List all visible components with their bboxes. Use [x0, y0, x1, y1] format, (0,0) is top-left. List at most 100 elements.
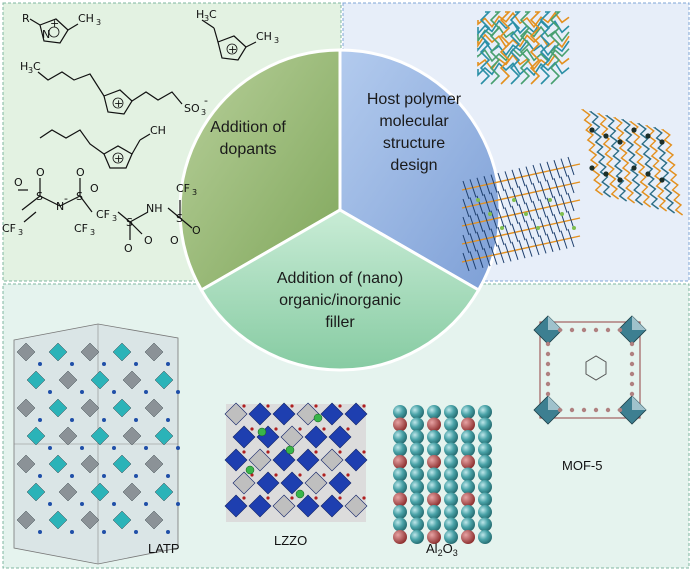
polymer-side-chain	[469, 251, 474, 261]
polymer-side-chain	[539, 181, 544, 191]
latp-atom	[134, 530, 138, 534]
lzzo-li-atom	[313, 413, 323, 423]
mof5-linker-atom	[593, 327, 599, 333]
filler-wedge	[199, 208, 481, 372]
latp-polyhedron	[16, 342, 36, 362]
nh: NH	[146, 202, 163, 215]
latp-polyhedron	[16, 454, 36, 474]
al2o3-aluminium	[478, 442, 492, 457]
polymer-side-chain	[567, 174, 572, 185]
polymer-side-chain	[511, 187, 516, 197]
polymer-side-chain	[521, 249, 526, 259]
polymer-side-chain	[472, 188, 477, 198]
polymer-side-chain	[563, 239, 568, 249]
polymer-side-chain	[514, 214, 519, 224]
polymer-chain	[612, 117, 636, 204]
ion-dot	[645, 133, 651, 139]
ion-dot	[617, 139, 623, 145]
latp-atom	[144, 390, 148, 394]
lzzo-polyhedron	[328, 425, 352, 449]
polymer-side-chain	[546, 161, 551, 171]
mof5-linker-atom	[545, 351, 551, 357]
polymer-chain	[549, 11, 561, 85]
lzzo-oxygen	[338, 404, 342, 408]
lzzo-polyhedron	[232, 471, 256, 495]
methyl-2: CH	[256, 30, 272, 43]
polymer-side-chain	[476, 177, 481, 187]
latp-atom	[48, 390, 52, 394]
latp-polyhedron	[26, 426, 46, 446]
al2o3-oxygen	[461, 530, 475, 544]
latp-atom	[38, 362, 42, 366]
polymer-side-chain	[486, 239, 491, 249]
lzzo-label: LZZO	[274, 533, 307, 548]
polymer-side-chain	[479, 222, 484, 232]
polymer-side-chain	[465, 189, 470, 200]
latp-polyhedron	[48, 510, 68, 530]
polymer-side-chain	[490, 210, 495, 220]
mof5-linker-atom	[545, 361, 551, 367]
al2o3-aluminium	[427, 517, 441, 532]
lzzo-polyhedron	[344, 494, 368, 518]
mof5-linker-atom	[581, 327, 587, 333]
ion-dot	[548, 198, 552, 202]
polymer-side-chain	[465, 261, 470, 272]
lzzo-li-atom	[295, 489, 305, 499]
polymer-side-chain	[525, 184, 530, 194]
latp-atom	[80, 390, 84, 394]
lzzo-polyhedron	[296, 402, 320, 426]
polymer-chain	[477, 25, 570, 44]
methyl-3: CH	[150, 124, 166, 137]
polymer-side-chain	[521, 177, 526, 187]
latp-polyhedron	[122, 426, 142, 446]
latp-atom	[102, 362, 106, 366]
plus-charge-2: +	[228, 43, 237, 56]
lzzo-oxygen	[322, 473, 326, 477]
polymer-side-chain	[553, 178, 558, 188]
polymer-side-chain	[472, 224, 477, 234]
ion-dot	[512, 198, 516, 202]
mof5-benzene	[585, 355, 607, 381]
polymer-side-chain	[570, 201, 575, 212]
latp-polyhedron	[90, 370, 110, 390]
al2o3-aluminium	[444, 517, 458, 532]
polymer-chain	[588, 111, 612, 198]
mof5-linker-atom	[545, 371, 551, 377]
polymer-side-chain	[542, 226, 547, 236]
polymer-side-chain	[567, 210, 572, 221]
cf3-3-sub: 3	[192, 188, 197, 197]
al2o3-aluminium	[427, 405, 441, 419]
polymer-side-chain	[532, 236, 537, 247]
s-2: S	[76, 190, 83, 203]
al2o3-aluminium	[444, 455, 458, 469]
lzzo-polyhedron	[320, 402, 344, 426]
latp-polyhedron	[154, 482, 174, 502]
al2o3-oxygen	[393, 417, 407, 432]
chemical-structures	[18, 18, 257, 240]
al2o3-aluminium	[393, 405, 407, 419]
methyl-2-sub: 3	[274, 36, 279, 45]
lzzo-polyhedron	[296, 494, 320, 518]
polymer-network	[477, 11, 570, 85]
polymer-side-chain	[465, 207, 470, 218]
latp-atom	[38, 474, 42, 478]
plus-charge: +	[50, 17, 59, 30]
polymer-side-chain	[549, 170, 554, 180]
al2o3-oxygen	[427, 492, 441, 507]
mof5-linker-atom	[629, 381, 635, 387]
al2o3-aluminium	[478, 430, 492, 444]
polymer-side-chain	[539, 163, 544, 173]
lzzo-li-atom	[245, 465, 255, 475]
polymer-chain	[580, 109, 604, 196]
o-2: O	[36, 166, 45, 179]
lzzo-polyhedron	[344, 448, 368, 472]
al2o3-oxygen	[393, 492, 407, 507]
mof5-linker-atom	[545, 391, 551, 397]
al2o3-aluminium	[478, 417, 492, 432]
lzzo-polyhedron	[248, 402, 272, 426]
ion-dot	[500, 226, 504, 230]
polymer-side-chain	[549, 206, 554, 216]
polymer-side-chain	[490, 246, 495, 256]
polymer-side-chain	[504, 189, 509, 199]
